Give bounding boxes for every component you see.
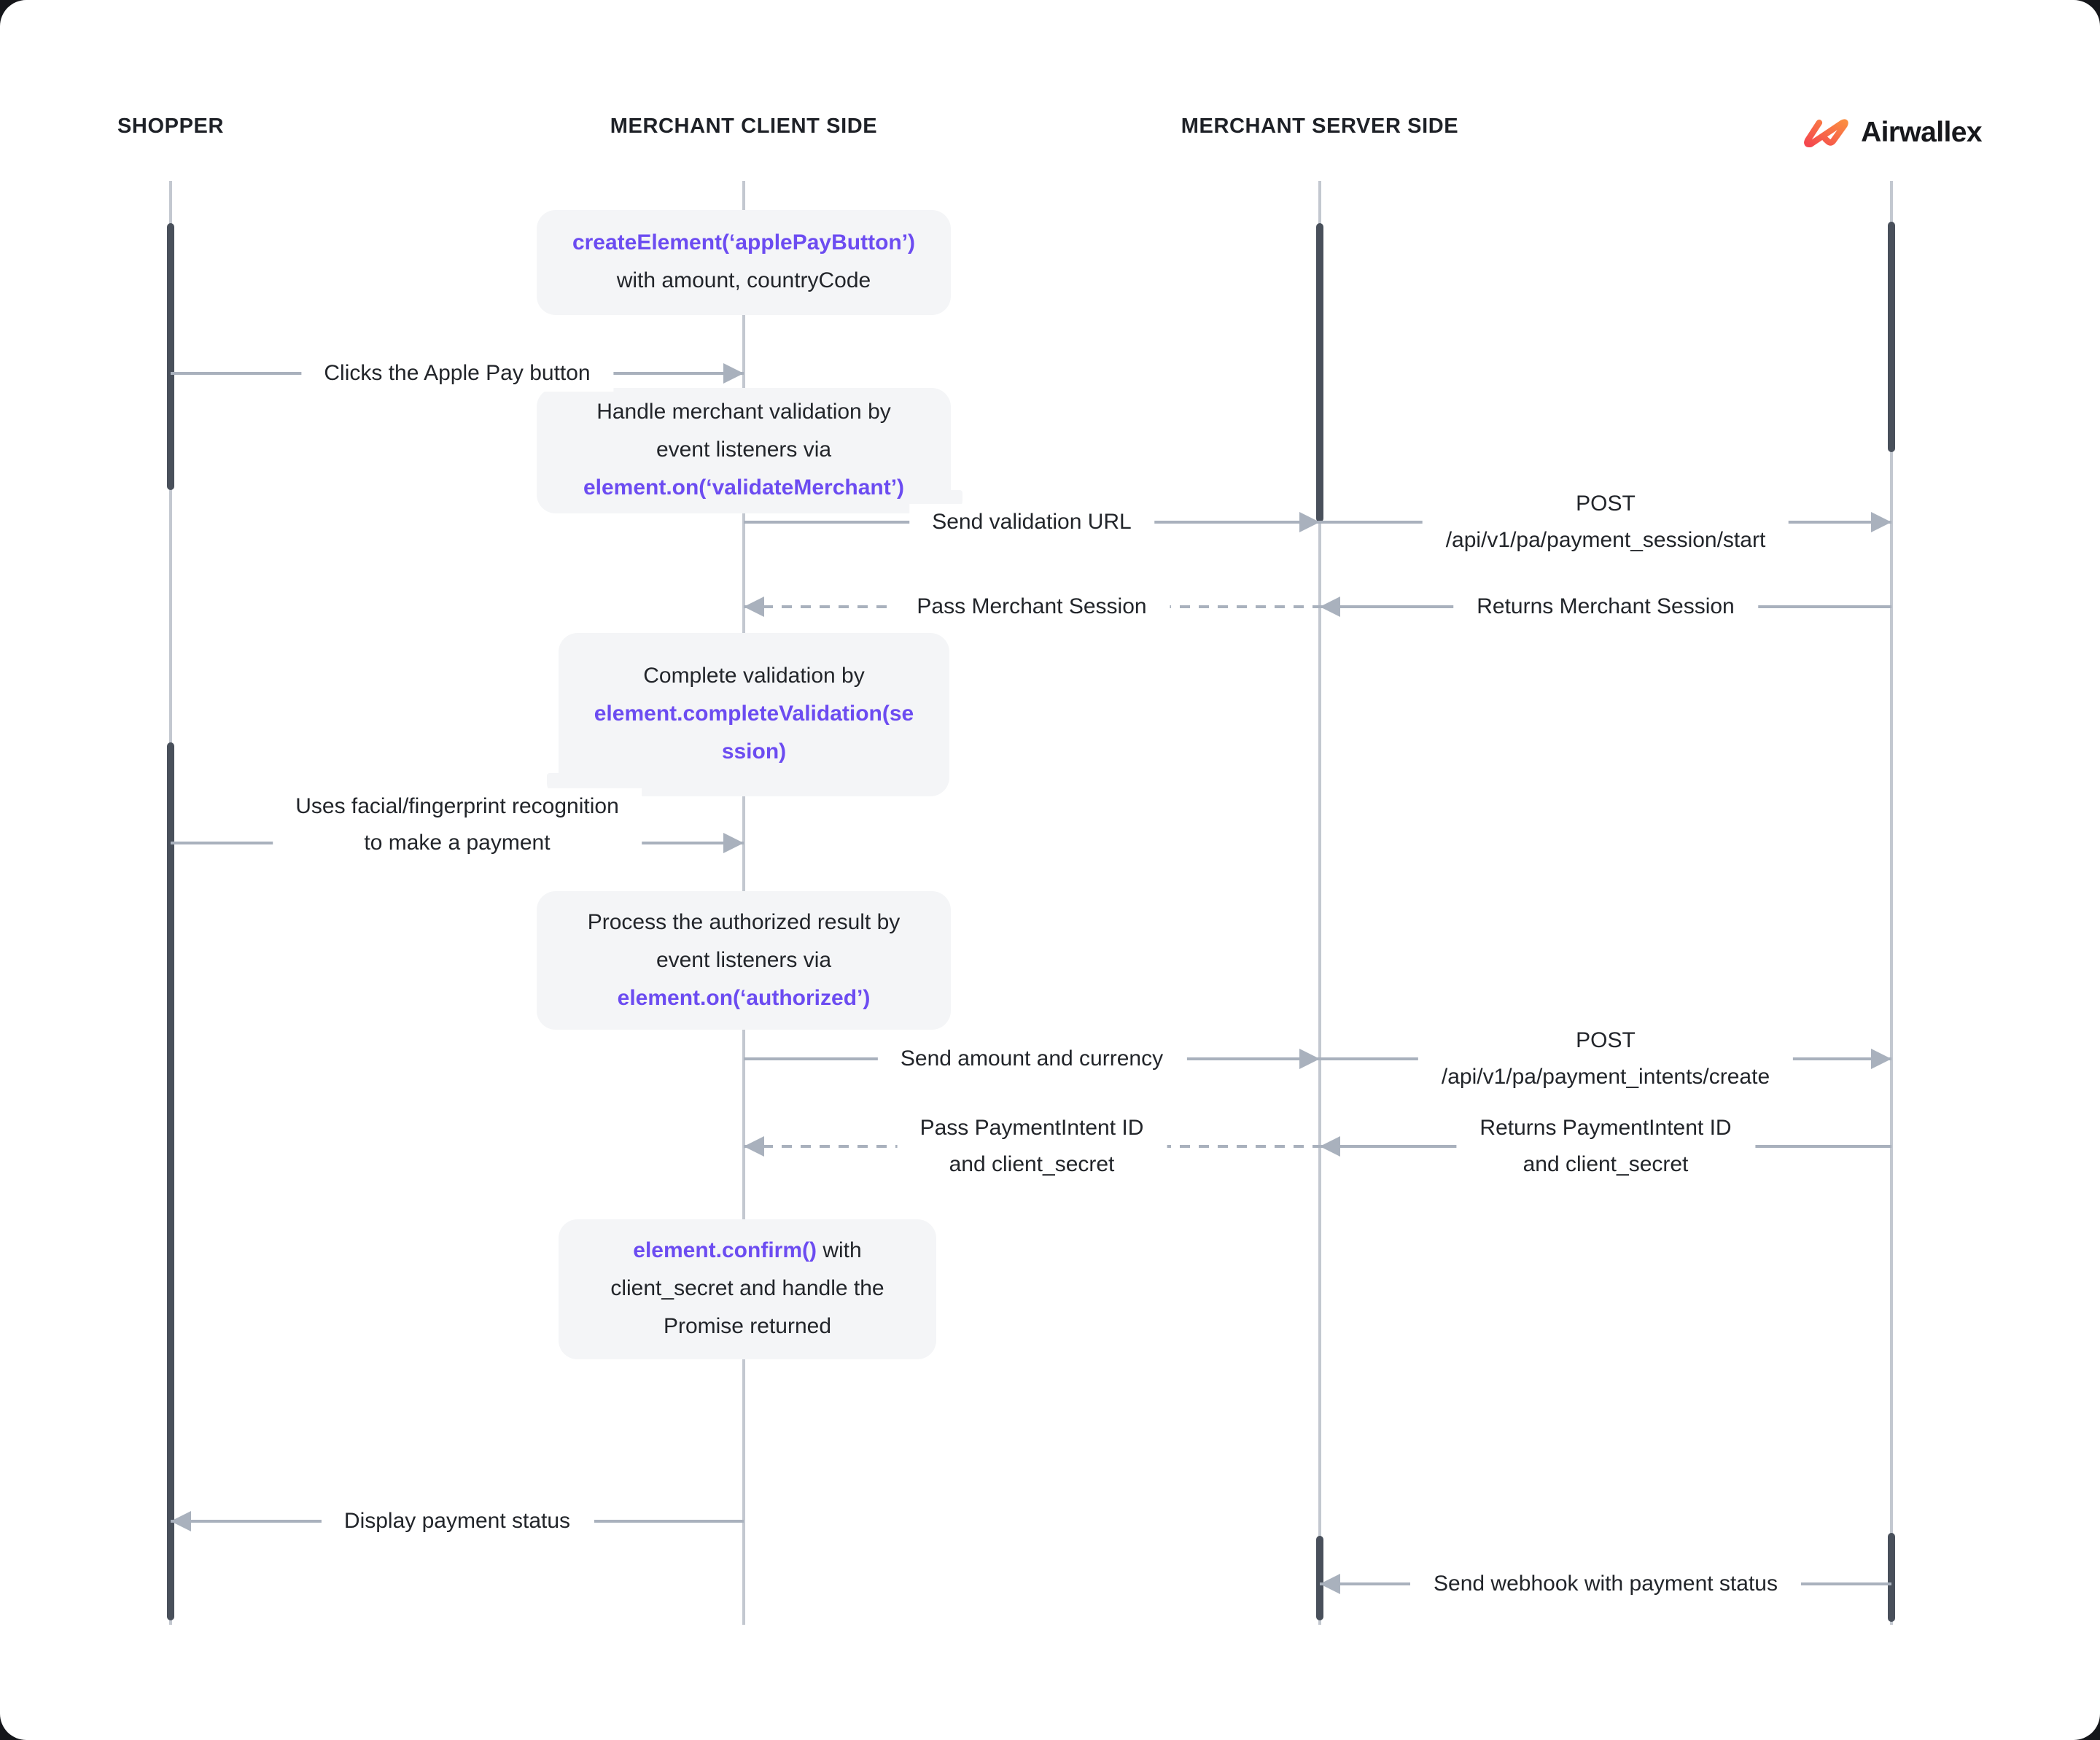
arrowhead-right-icon [723,363,744,384]
code-element-on-validate: element.on(‘validateMerchant’) [583,475,905,500]
bubble-handle-validation-line2: event listeners via [656,438,832,462]
message-returns-paymentintent-label: Returns PaymentIntent ID and client_secr… [1456,1110,1755,1183]
airwallex-logo: Airwallex [1801,117,1983,150]
arrowhead-right-icon [1871,1049,1891,1069]
message-returns-merchant-session-label: Returns Merchant Session [1453,589,1758,625]
message-send-validation-url-label: Send validation URL [909,504,1155,540]
airwallex-logo-icon [1801,117,1851,149]
actor-shopper: SHOPPER [117,115,225,139]
arrowhead-right-icon [1299,512,1320,532]
activation-airwallex-1 [1888,222,1895,452]
bubble-complete-validation-line1: Complete validation by [643,664,865,688]
message-clicks-apple-pay-label: Clicks the Apple Pay button [300,355,614,392]
arrowhead-right-icon [1299,1049,1320,1069]
message-uses-biometrics-label: Uses facial/fingerprint recognition to m… [272,788,642,861]
bubble-element-confirm: element.confirm() with client_secret and… [559,1219,936,1359]
code-complete-validation-2: ssion) [721,739,787,764]
bubble-element-confirm-line2: client_secret and handle the [610,1276,884,1301]
code-complete-validation-1: element.completeValidation(se [594,702,914,726]
bubble-process-authorized-line2: event listeners via [656,947,832,972]
arrowhead-left-icon [171,1511,191,1531]
bubble-create-element: createElement(‘applePayButton’) with amo… [537,210,951,315]
message-display-payment-status-label: Display payment status [320,1503,594,1539]
arrowhead-left-icon [1320,597,1340,617]
message-send-amount-currency-label: Send amount and currency [876,1041,1187,1077]
message-post-payment-session-label: POST /api/v1/pa/payment_session/start [1422,486,1789,559]
bubble-handle-validation: Handle merchant validation by event list… [537,388,962,513]
code-create-element: createElement(‘applePayButton’) [572,230,916,255]
activation-server-1 [1316,223,1323,522]
lifeline-merchant-server [1318,181,1321,1625]
actor-merchant-server: MERCHANT SERVER SIDE [1181,115,1459,139]
message-send-webhook-label: Send webhook with payment status [1410,1566,1801,1602]
bubble-handle-validation-line1: Handle merchant validation by [596,400,891,424]
bubble-complete-validation: Complete validation by element.completeV… [547,633,949,796]
bubble-create-element-text: with amount, countryCode [616,268,871,293]
activation-shopper-2 [167,742,174,1620]
actor-merchant-client: MERCHANT CLIENT SIDE [610,115,878,139]
arrowhead-left-icon [744,597,764,617]
arrowhead-left-icon [1320,1136,1340,1157]
bubble-process-authorized-line1: Process the authorized result by [587,909,901,934]
activation-shopper-1 [167,223,174,490]
arrowhead-left-icon [1320,1574,1340,1594]
activation-airwallex-2 [1888,1533,1895,1622]
bubble-element-confirm-line3: Promise returned [663,1314,832,1339]
code-element-on-authorized: element.on(‘authorized’) [617,985,871,1010]
arrowhead-right-icon [1871,512,1891,532]
airwallex-logo-text: Airwallex [1861,117,1982,149]
lifeline-airwallex [1890,181,1893,1625]
bubble-element-confirm-rest: with [817,1238,862,1263]
bubble-process-authorized: Process the authorized result by event l… [537,891,951,1030]
message-pass-merchant-session-label: Pass Merchant Session [893,589,1170,625]
code-element-confirm: element.confirm() [633,1238,817,1263]
message-pass-paymentintent-label: Pass PaymentIntent ID and client_secret [896,1110,1167,1183]
message-post-payment-intents-label: POST /api/v1/pa/payment_intents/create [1418,1022,1794,1095]
arrowhead-left-icon [744,1136,764,1157]
arrowhead-right-icon [723,833,744,853]
